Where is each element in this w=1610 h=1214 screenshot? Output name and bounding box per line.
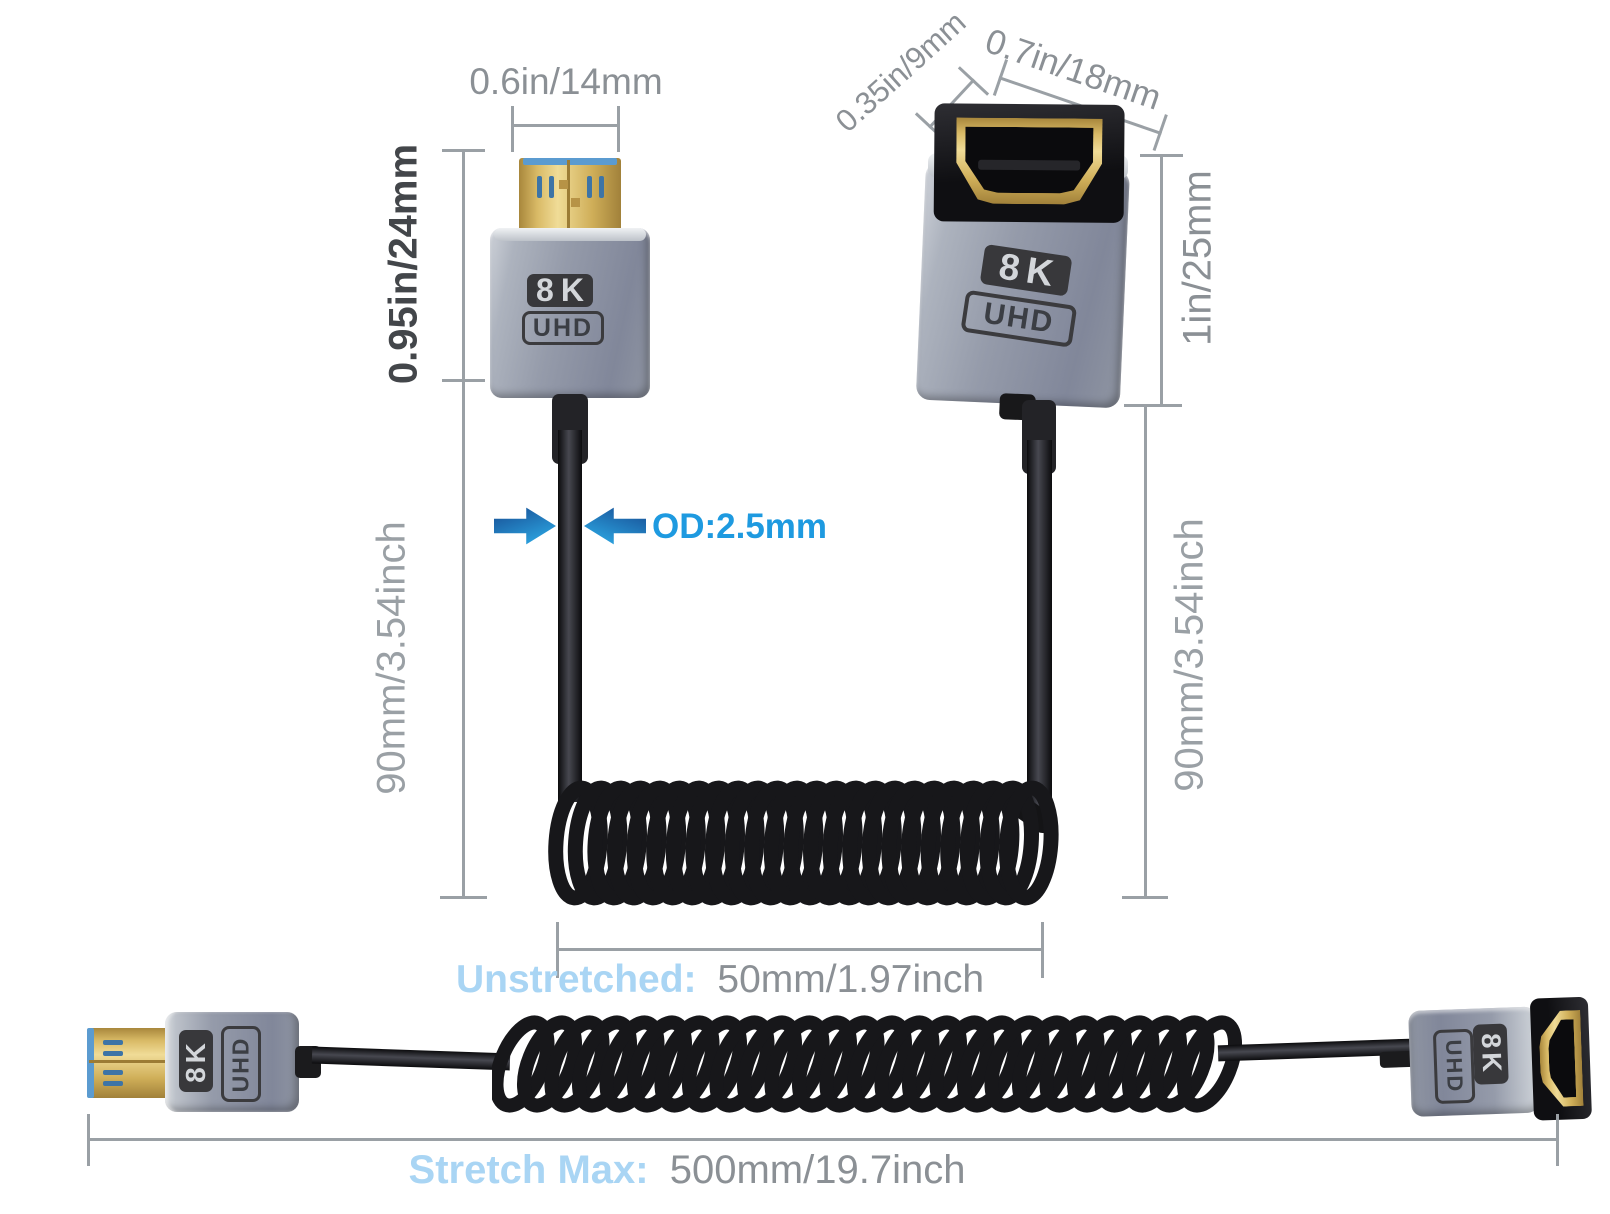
- dim-tick: [1122, 896, 1168, 899]
- dim-label-left-cable: 90mm/3.54inch: [369, 521, 414, 795]
- plug-seam-notch: [559, 180, 568, 189]
- dim-tick: [1140, 154, 1183, 157]
- cable-straight-left: [311, 1046, 511, 1071]
- mini-hdmi-plug: [519, 158, 621, 232]
- od-arrow-right-icon: [494, 507, 556, 545]
- mini-hdmi-male-connector-side: 8K UHD: [85, 1008, 325, 1118]
- plug-pin: [103, 1070, 123, 1075]
- stretch-max-label-row: Stretch Max: 500mm/19.7inch: [387, 1148, 987, 1193]
- dim-label-female-height: 1in/25mm: [1175, 170, 1220, 346]
- badge-8k: 8K: [179, 1030, 213, 1092]
- cable-left: [558, 430, 582, 802]
- dim-line-right-vertical: [1144, 407, 1147, 898]
- coiled-cable-stretched: [492, 1015, 1243, 1113]
- badge-8k: 8K: [1472, 1023, 1509, 1085]
- port-face: [933, 103, 1125, 223]
- dim-line-female-height: [1160, 155, 1163, 405]
- dim-tick: [556, 922, 559, 978]
- coiled-cable-unstretched: [548, 780, 1059, 906]
- dim-label-mini-height: 0.95in/24mm: [381, 143, 426, 385]
- dim-line-unstretched: [557, 948, 1043, 951]
- plug-pin: [103, 1081, 123, 1086]
- stretch-max-value: 500mm/19.7inch: [669, 1148, 966, 1192]
- dim-tick: [1556, 1114, 1559, 1166]
- hdmi-female-adapter: 8K UHD: [912, 103, 1137, 421]
- plug-seam-notch: [571, 198, 580, 207]
- plug-blue-edge: [87, 1028, 94, 1098]
- stretch-max-label: Stretch Max:: [408, 1148, 649, 1192]
- dim-tick: [1041, 922, 1044, 978]
- unstretched-label-row: Unstretched: 50mm/1.97inch: [420, 958, 1020, 1002]
- dim-tick: [1124, 404, 1182, 407]
- hdmi-port-tongue: [978, 159, 1081, 171]
- connector-bevel: [494, 228, 646, 241]
- port-face: [1529, 996, 1593, 1121]
- plug-seam: [567, 160, 570, 230]
- badge-8k: 8K: [527, 272, 593, 308]
- badge-uhd: UHD: [522, 311, 604, 345]
- dim-tick: [87, 1114, 90, 1166]
- unstretched-value: 50mm/1.97inch: [717, 958, 985, 1001]
- badge-uhd: UHD: [221, 1026, 261, 1102]
- badge-uhd: UHD: [1432, 1028, 1476, 1105]
- plug-pin: [537, 176, 542, 198]
- plug-blue-edge: [523, 158, 617, 165]
- dim-label-mini-width: 0.6in/14mm: [469, 61, 663, 102]
- dim-line-left-vertical: [462, 150, 465, 898]
- plug-pin: [103, 1051, 123, 1056]
- dim-tick: [511, 106, 514, 152]
- cable-right: [1027, 440, 1052, 818]
- dim-tick: [440, 896, 487, 899]
- plug-pin: [103, 1040, 123, 1045]
- od-label: OD:2.5mm: [652, 507, 828, 546]
- plug-pin: [599, 176, 604, 198]
- od-arrow-left-icon: [584, 507, 646, 545]
- plug-pin: [587, 176, 592, 198]
- dim-tick: [617, 106, 620, 152]
- dim-label-right-cable: 90mm/3.54inch: [1167, 518, 1212, 792]
- dim-tick: [442, 149, 485, 152]
- dim-line-stretch-max: [88, 1138, 1558, 1141]
- hdmi-female-adapter-side: 8K UHD: [1379, 994, 1599, 1131]
- dim-tick: [442, 379, 485, 382]
- mini-hdmi-plug: [87, 1028, 169, 1098]
- dim-line-mini-width: [512, 124, 620, 127]
- plug-seam: [89, 1060, 167, 1063]
- plug-pin: [549, 176, 554, 198]
- unstretched-label: Unstretched:: [455, 958, 697, 1001]
- badge-group: 8K UHD: [952, 241, 1092, 349]
